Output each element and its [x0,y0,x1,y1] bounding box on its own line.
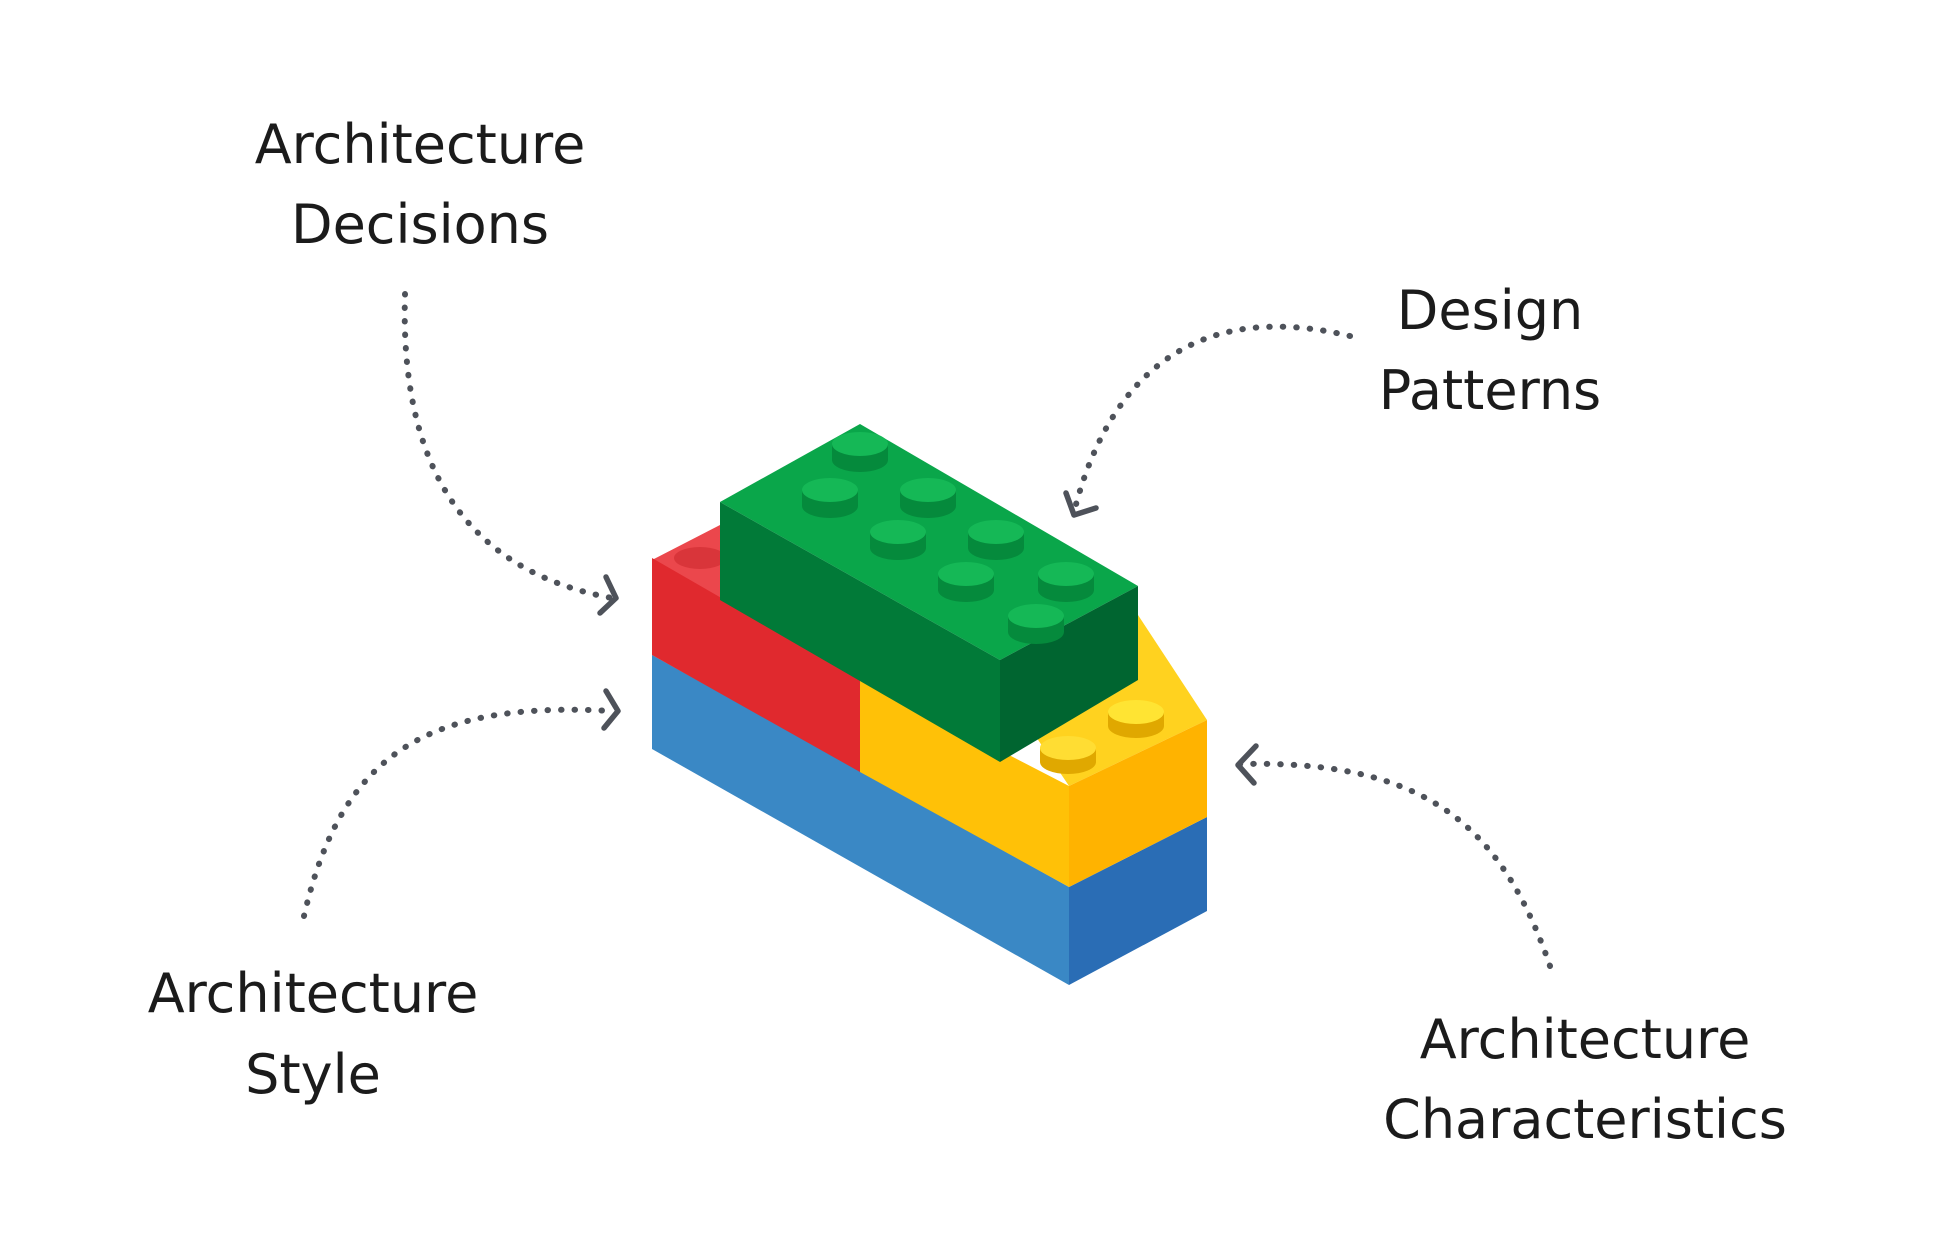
label-patterns-line2: Patterns [1379,359,1601,422]
green-brick [720,424,1138,762]
green-stud [938,562,994,602]
brick-stack-illustration [652,424,1207,985]
green-stud [1038,562,1094,602]
arrow-decisions [401,291,619,616]
label-architecture-characteristics: Architecture Characteristics [1383,1008,1787,1151]
label-patterns-line1: Design [1397,279,1583,342]
green-stud [968,520,1024,560]
label-architecture-style: Architecture Style [148,962,479,1106]
label-architecture-decisions: Architecture Decisions [255,113,586,256]
green-brick-studs [802,432,1094,644]
yellow-brick-studs [1040,700,1164,774]
blue-brick [652,655,1207,985]
label-style-line1: Architecture [148,962,479,1025]
label-characteristics-line2: Characteristics [1383,1088,1787,1151]
green-stud [832,432,888,472]
arrow-patterns [1063,323,1353,518]
green-stud [900,478,956,518]
label-decisions-line1: Architecture [255,113,586,176]
label-style-line2: Style [245,1043,381,1106]
green-stud [870,520,926,560]
label-decisions-line2: Decisions [291,193,549,256]
green-stud [802,478,858,518]
label-characteristics-line1: Architecture [1420,1008,1751,1071]
red-brick [652,525,860,772]
arrow-characteristics [1235,743,1553,969]
arrow-style [301,688,621,919]
label-design-patterns: Design Patterns [1379,279,1601,422]
green-stud [1008,604,1064,644]
